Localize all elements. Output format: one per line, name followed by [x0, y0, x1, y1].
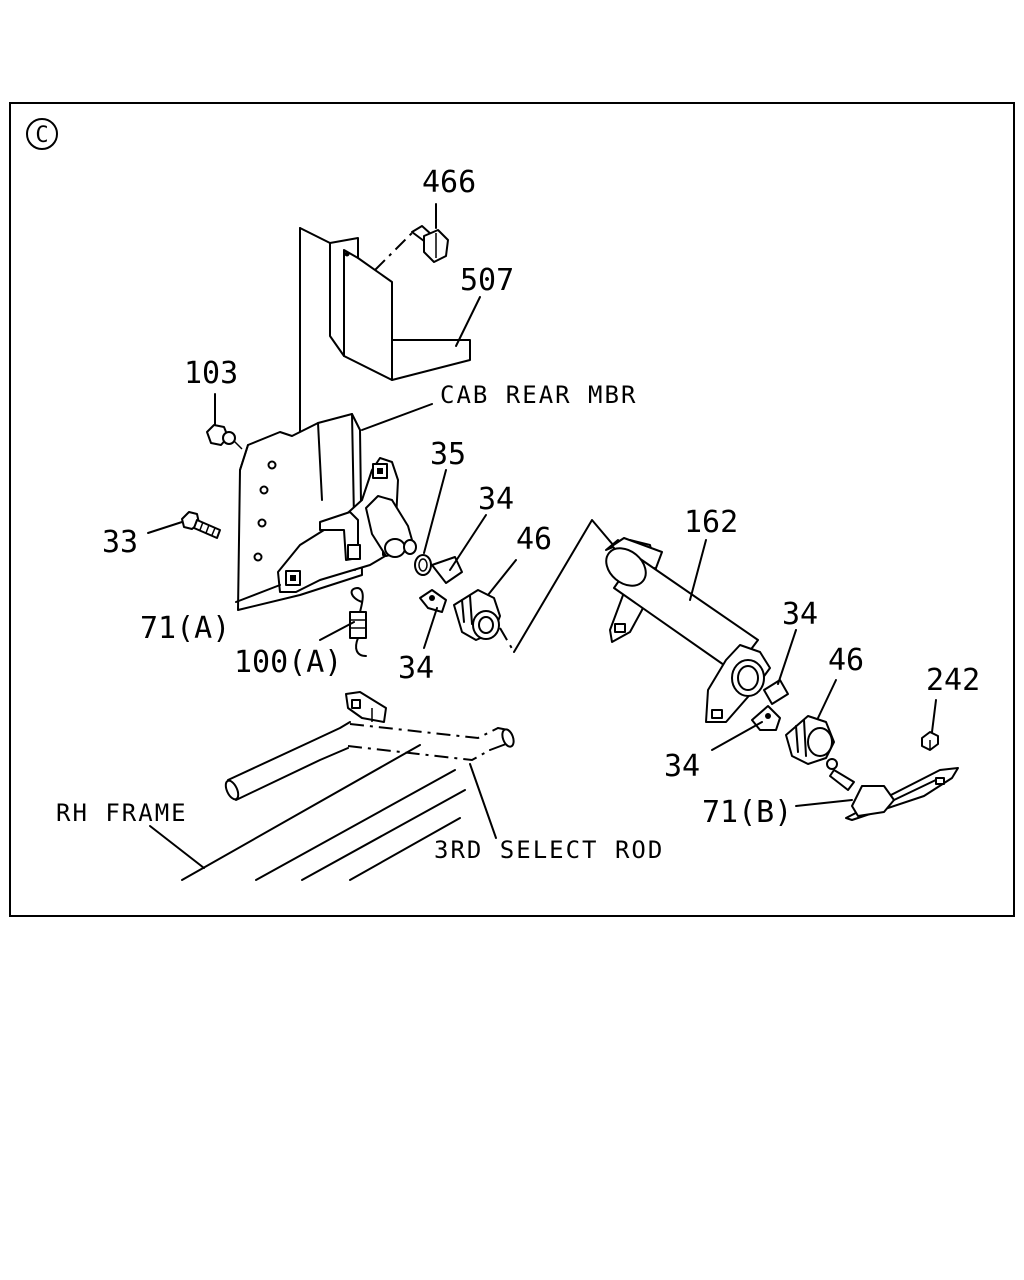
section-marker: C [26, 118, 58, 150]
label-cab-rear-mbr: CAB REAR MBR [440, 381, 637, 409]
label-71b: 71(B) [702, 795, 792, 830]
label-34-right-top: 34 [782, 597, 818, 632]
label-34-right-bottom: 34 [664, 749, 700, 784]
part-34-clip-right-upper [763, 679, 789, 705]
select-rod [224, 691, 515, 801]
part-71a-bracket [237, 413, 417, 611]
label-3rd-select-rod: 3RD SELECT ROD [434, 836, 664, 864]
label-100a: 100(A) [234, 645, 342, 680]
part-33-bolt [181, 511, 221, 539]
part-34-clip-upper [431, 556, 463, 584]
label-rh-frame: RH FRAME [56, 799, 188, 827]
label-35: 35 [430, 437, 466, 472]
diagram-border [9, 102, 1015, 917]
part-242-nut [921, 731, 939, 751]
part-46-bush-right [785, 715, 835, 765]
part-466-bolt [411, 225, 449, 263]
leader-lines [147, 203, 937, 869]
part-100a-spring [349, 587, 367, 657]
part-103-nut [206, 424, 243, 450]
label-33: 33 [102, 525, 138, 560]
part-34-clip-right-lower [751, 705, 781, 731]
part-34-clip-lower [419, 589, 447, 613]
label-34-top: 34 [478, 482, 514, 517]
label-71a: 71(A) [140, 611, 230, 646]
label-103: 103 [184, 356, 238, 391]
part-46-bush-left [453, 589, 501, 641]
part-35-ring [414, 554, 432, 576]
label-46-left: 46 [516, 522, 552, 557]
section-marker-letter: C [35, 123, 48, 148]
rh-frame [181, 744, 466, 881]
label-162: 162 [684, 505, 738, 540]
part-71b-bracket [826, 758, 959, 821]
label-466: 466 [422, 165, 476, 200]
label-507: 507 [460, 263, 514, 298]
label-242: 242 [926, 663, 980, 698]
part-162-shaft [605, 537, 771, 723]
label-34-left: 34 [398, 651, 434, 686]
part-507-bracket [329, 232, 471, 381]
label-46-right: 46 [828, 643, 864, 678]
